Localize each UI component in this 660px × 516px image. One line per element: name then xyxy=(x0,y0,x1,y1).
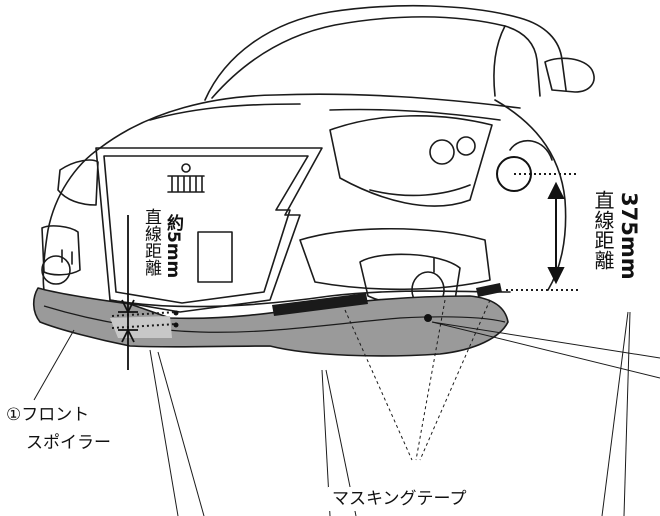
front-spoiler xyxy=(32,287,509,357)
masking-tape-strip-2 xyxy=(476,283,502,297)
left-foglight-recess xyxy=(41,225,81,276)
measure-point-circle xyxy=(496,156,532,192)
left-fog-stalk xyxy=(61,249,73,265)
a-pillar xyxy=(493,25,506,97)
spoiler-highlight xyxy=(110,316,172,338)
leader-spoiler-label xyxy=(33,329,75,401)
fender-arch xyxy=(509,139,553,161)
measure-dotted-lower xyxy=(111,323,177,329)
right-fender xyxy=(494,99,567,291)
left-foglight-icon xyxy=(41,255,71,285)
part-label-line1: フロント xyxy=(21,405,90,425)
headlight-lens-2 xyxy=(456,136,476,156)
leader-masking-2 xyxy=(419,299,491,461)
marker-dot-lower xyxy=(173,322,179,328)
callout-line-5 xyxy=(601,311,629,516)
headlight-lens-1 xyxy=(429,139,455,165)
measure-dotted-upper xyxy=(111,311,177,317)
crown-emblem-icon xyxy=(167,163,205,193)
masking-tape-strip-1 xyxy=(272,293,368,316)
distance-left-value: 約5mm xyxy=(163,214,183,279)
bumper-lower-edge xyxy=(109,290,511,308)
callout-line-2 xyxy=(157,351,205,516)
grille-inner xyxy=(103,155,309,304)
callout-line-1 xyxy=(149,349,179,516)
part-number: ① xyxy=(6,405,22,425)
left-headlight xyxy=(57,159,99,206)
marker-dot-upper xyxy=(173,310,179,316)
distance-right-value: 375mm xyxy=(617,192,641,280)
side-mirror xyxy=(544,57,595,93)
windshield-outline xyxy=(211,16,541,99)
grille-outline xyxy=(95,147,323,313)
callout-line-8 xyxy=(431,321,660,379)
license-plate-recess xyxy=(197,231,233,283)
masking-tape-label: マスキングテープ xyxy=(328,487,471,511)
callout-line-6 xyxy=(623,311,631,516)
headlight-drl xyxy=(369,184,471,197)
callout-line-7 xyxy=(431,321,660,359)
car-roof-outline xyxy=(204,4,567,101)
left-body-line xyxy=(42,147,101,291)
hood-crease-left xyxy=(149,103,301,121)
clip-point xyxy=(424,314,432,322)
distance-left-title: 直線距離 xyxy=(141,208,161,276)
hood-crease-right xyxy=(329,108,501,121)
part-label: ①フロント xyxy=(6,402,89,428)
right-headlight xyxy=(329,114,493,207)
hood-outline xyxy=(99,93,521,149)
dimension-right-arrow-up xyxy=(547,181,565,199)
part-label-line2: スポイラー xyxy=(26,433,111,453)
right-bumper-intake xyxy=(299,227,491,291)
distance-right-title: 直線距離 xyxy=(591,190,615,270)
dimension-right-arrow-down xyxy=(547,267,565,285)
